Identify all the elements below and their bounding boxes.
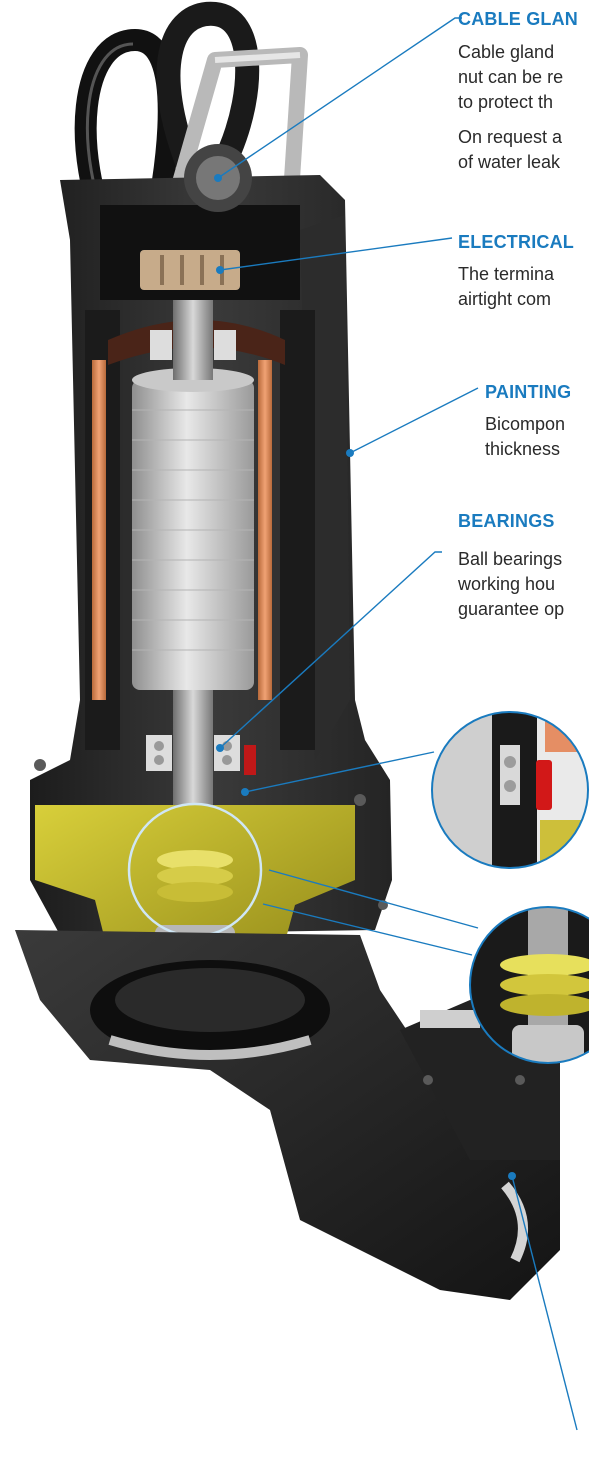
bearing-detail-magnifier (431, 711, 589, 869)
stator-winding-left (92, 360, 106, 700)
seal-detail-magnifier (469, 906, 589, 1064)
cable-gland-text-4: On request a (458, 127, 563, 147)
volute-pointer (511, 1175, 578, 1431)
painting-text-2: thickness (485, 439, 561, 459)
stator-winding-right (258, 360, 272, 700)
painting-text-1: Bicompon (485, 414, 566, 434)
cable-gland-text-1: Cable gland (458, 42, 555, 62)
painting-heading: PAINTING (485, 382, 572, 402)
painting-pointer (349, 387, 479, 454)
electrical-text-1: The termina (458, 264, 555, 284)
power-cables (74, 1, 308, 261)
upper-bearing (150, 330, 236, 360)
rotor (132, 380, 254, 690)
bearings-text-3: guarantee op (458, 599, 565, 619)
bearings-heading: BEARINGS (458, 511, 555, 531)
bearing-pointer (219, 551, 442, 749)
cable-gland-text-3: to protect th (458, 92, 554, 112)
bearings-text-2: working hou (458, 574, 556, 594)
electrical-heading: ELECTRICAL (458, 232, 574, 252)
shaft (173, 300, 213, 380)
cable-gland-pointer (217, 17, 462, 179)
bearings-text-1: Ball bearings (458, 549, 563, 569)
electrical-text-2: airtight com (458, 289, 552, 309)
cable-gland-text-2: nut can be re (458, 67, 564, 87)
seal-pointer-2 (262, 903, 473, 956)
terminal-pointer (219, 237, 453, 271)
terminal-block (140, 250, 240, 290)
cable-gland-text-5: of water leak (458, 152, 561, 172)
cable-gland-heading: CABLE GLAN (458, 9, 578, 29)
seal-pointer-1 (244, 751, 435, 793)
